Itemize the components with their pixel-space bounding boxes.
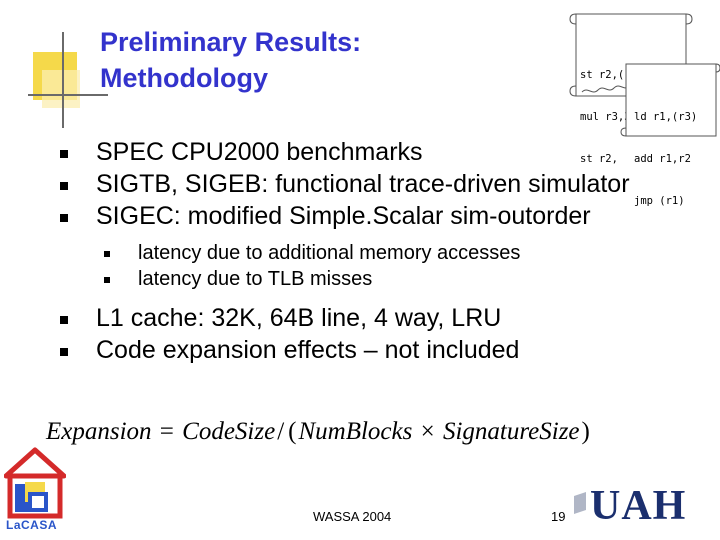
bullet-item: SIGTB, SIGEB: functional trace-driven si… [58,168,708,200]
bullet-text: L1 cache: 32K, 64B line, 4 way, LRU [96,304,502,332]
bullet-text: SIGEC: modified Simple.Scalar sim-outord… [96,202,591,230]
bullet-square-icon [60,316,68,324]
deco-horizontal-line [28,94,108,96]
bullet-list: SPEC CPU2000 benchmarks SIGTB, SIGEB: fu… [58,136,708,366]
bullet-item: SPEC CPU2000 benchmarks [58,136,708,168]
page-number: 19 [551,509,566,524]
uah-logo-icon [574,492,586,514]
title-line-1: Preliminary Results: [100,27,362,57]
sub-bullet-text: latency due to additional memory accesse… [138,242,521,264]
expansion-formula: Expansion = CodeSize/(NumBlocks × Signat… [46,418,592,446]
code-line: ld r1,(r3) [634,111,698,123]
formula-eq: = [159,418,174,445]
sub-bullet-item: latency due to additional memory accesse… [58,240,708,266]
sub-bullet-item: latency due to TLB misses [58,266,708,292]
uah-logo-text: UAH [590,483,687,529]
formula-code-size: CodeSize [182,418,276,445]
lacasa-logo-text: LaCASA [6,518,58,532]
slide-title: Preliminary Results: Methodology [100,24,460,96]
formula-num-blocks: NumBlocks [298,418,413,445]
formula-times: × [420,418,435,445]
deco-vertical-line [62,32,64,128]
lacasa-house-logo [4,447,66,519]
bullet-item: Code expansion effects – not included [58,334,708,366]
bullet-square-icon [60,214,68,222]
code-line: st r2, [580,153,618,165]
scroll-icon [620,63,720,137]
formula-open-paren: ( [288,418,297,445]
bullet-text: SPEC CPU2000 benchmarks [96,138,423,166]
formula-close-paren: ) [581,418,590,445]
bullet-square-icon [60,182,68,190]
code-scroll-2: ld r1,(r3) add r1,r2 jmp (r1) [618,60,720,207]
footer-event: WASSA 2004 [313,509,392,524]
bullet-item: SIGEC: modified Simple.Scalar sim-outord… [58,200,708,232]
bullet-square-icon [104,277,110,283]
deco-light-square [42,70,80,108]
uah-logo: UAH [574,482,714,530]
formula-slash: / [277,418,285,445]
bullet-text: Code expansion effects – not included [96,336,520,364]
formula-lhs: Expansion [46,418,152,445]
code-line: add r1,r2 [634,153,691,165]
bullet-square-icon [104,251,110,257]
formula-signature-size: SignatureSize [442,418,580,445]
title-line-2: Methodology [100,63,268,93]
decorative-squares [28,32,118,132]
code-line: jmp (r1) [634,195,685,207]
bullet-item: L1 cache: 32K, 64B line, 4 way, LRU [58,302,708,334]
sub-bullet-text: latency due to TLB misses [138,268,373,290]
bullet-square-icon [60,348,68,356]
bullet-text: SIGTB, SIGEB: functional trace-driven si… [96,170,630,198]
code-line: mul r3,3 [580,111,631,123]
bullet-square-icon [60,150,68,158]
